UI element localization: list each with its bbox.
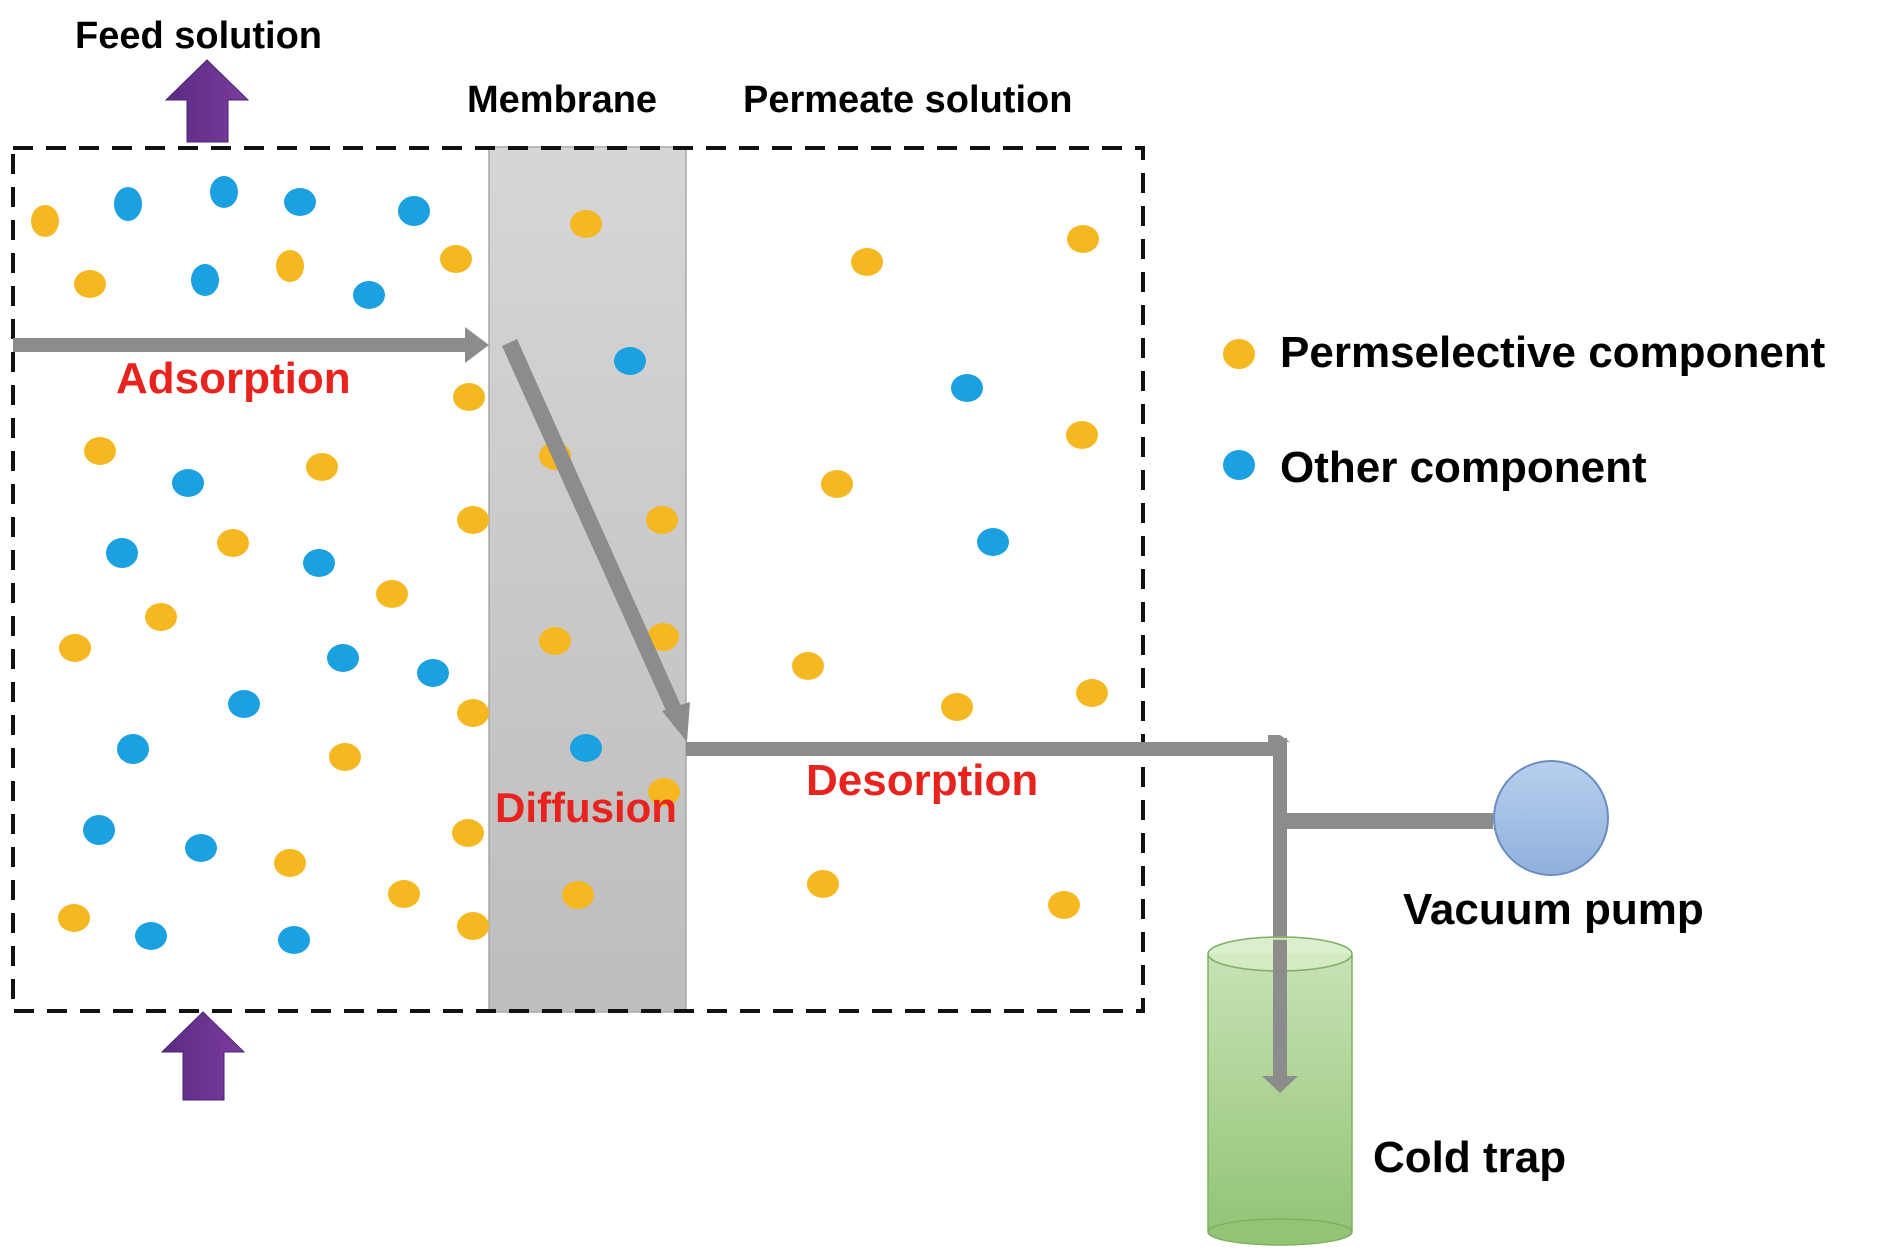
module-boundary xyxy=(11,146,1145,1013)
other-particle xyxy=(570,734,602,762)
permselective-particle xyxy=(851,248,883,276)
permeate-particles xyxy=(792,225,1108,919)
other-particle xyxy=(417,659,449,687)
permselective-particle xyxy=(74,270,106,298)
diffusion-label: Diffusion xyxy=(495,784,677,831)
desorption-pipe xyxy=(686,735,1290,756)
legend: Permselective component Other component xyxy=(1223,328,1826,492)
vacuum-pump xyxy=(1493,760,1609,876)
permselective-particle xyxy=(274,849,306,877)
membrane-label: Membrane xyxy=(467,79,657,121)
permselective-particle xyxy=(388,880,420,908)
permselective-particle xyxy=(58,904,90,932)
permselective-particle xyxy=(452,819,484,847)
permselective-particle xyxy=(646,506,678,534)
pump-pipe xyxy=(1287,813,1493,829)
permselective-particle xyxy=(84,437,116,465)
permselective-particle xyxy=(306,453,338,481)
permselective-particle xyxy=(440,245,472,273)
legend-permselective-swatch xyxy=(1223,339,1255,369)
other-particle xyxy=(278,926,310,954)
feed-particles xyxy=(31,176,489,954)
other-particle xyxy=(228,690,260,718)
membrane-band xyxy=(488,146,687,1013)
permselective-particle xyxy=(329,743,361,771)
permselective-particle xyxy=(1048,891,1080,919)
other-particle xyxy=(614,347,646,375)
cold-trap-label: Cold trap xyxy=(1373,1133,1566,1182)
permselective-particle xyxy=(1066,421,1098,449)
other-particle xyxy=(114,187,142,221)
permselective-particle xyxy=(1067,225,1099,253)
permselective-particle xyxy=(376,580,408,608)
vacuum-pump-label: Vacuum pump xyxy=(1403,885,1704,934)
permselective-particle xyxy=(31,205,59,237)
permselective-particle xyxy=(1076,679,1108,707)
permselective-particle xyxy=(276,250,304,282)
permselective-particle xyxy=(792,652,824,680)
desorption-label: Desorption xyxy=(806,756,1038,805)
other-particle xyxy=(135,922,167,950)
other-particle xyxy=(83,815,115,845)
permselective-particle xyxy=(647,623,679,651)
cold-trap-inlet-arrowhead xyxy=(1262,1076,1298,1093)
legend-permselective-label: Permselective component xyxy=(1280,328,1826,377)
permselective-particle xyxy=(59,634,91,662)
permeate-solution-label: Permeate solution xyxy=(743,79,1072,121)
diffusion-arrow xyxy=(502,339,690,742)
other-particle xyxy=(353,281,385,309)
other-particle xyxy=(398,196,430,226)
other-particle xyxy=(327,644,359,672)
legend-other-swatch xyxy=(1223,450,1255,480)
other-particle xyxy=(191,264,219,296)
adsorption-label: Adsorption xyxy=(116,354,351,403)
other-particle xyxy=(106,538,138,568)
adsorption-arrow xyxy=(13,327,489,363)
permselective-particle xyxy=(217,529,249,557)
other-particle xyxy=(303,549,335,577)
permselective-particle xyxy=(453,383,485,411)
permselective-particle xyxy=(821,470,853,498)
permselective-particle xyxy=(562,881,594,909)
other-particle xyxy=(210,176,238,208)
legend-other-label: Other component xyxy=(1280,443,1647,492)
other-particle xyxy=(172,469,204,497)
other-particle xyxy=(185,834,217,862)
permselective-particle xyxy=(457,699,489,727)
permselective-particle xyxy=(941,693,973,721)
other-particle xyxy=(977,528,1009,556)
vertical-pipe-front xyxy=(1273,940,1287,1078)
feed-outlet-arrow xyxy=(164,59,250,143)
permselective-particle xyxy=(145,603,177,631)
other-particle xyxy=(951,374,983,402)
permselective-particle xyxy=(457,506,489,534)
permselective-particle xyxy=(648,778,680,806)
other-particle xyxy=(117,734,149,764)
permselective-particle xyxy=(570,210,602,238)
permselective-particle xyxy=(457,912,489,940)
other-particle xyxy=(284,188,316,216)
permselective-particle xyxy=(807,870,839,898)
feed-inlet-arrow xyxy=(160,1011,246,1101)
permselective-particle xyxy=(539,627,571,655)
feed-solution-label: Feed solution xyxy=(75,15,322,57)
